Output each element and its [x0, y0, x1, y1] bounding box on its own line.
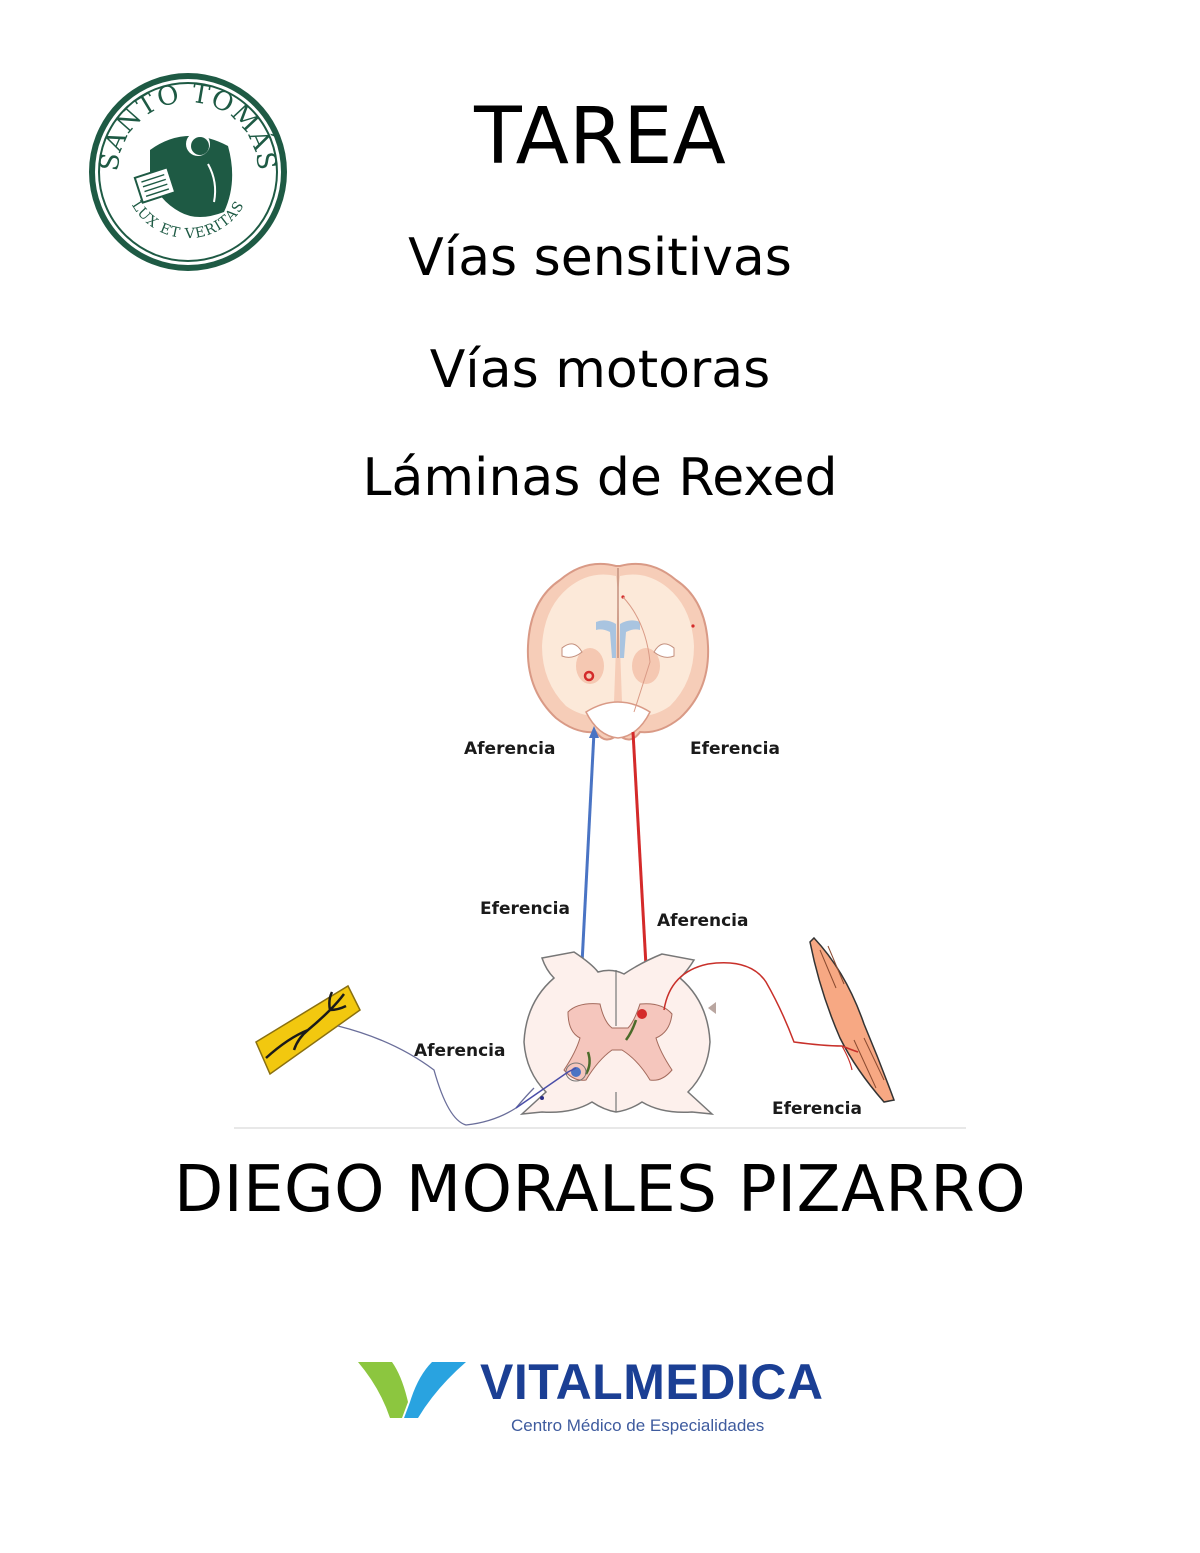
- descending-pathway-line: [631, 731, 650, 1003]
- vitalmedica-v-mark-icon: [358, 1362, 466, 1418]
- author-name: DIEGO MORALES PIZARRO: [173, 1153, 1027, 1227]
- brain-coronal-section-icon: [526, 562, 710, 741]
- vitalmedica-name: VITALMEDICA: [480, 1354, 824, 1410]
- label-aferencia-brain: Aferencia: [464, 739, 555, 759]
- arrow-up-icon: [589, 726, 599, 738]
- spinal-cord-section-icon: [519, 951, 715, 1115]
- subtitle-laminas-rexed: Láminas de Rexed: [362, 448, 838, 508]
- pathway-diagram: Aferencia Eferencia Eferencia Aferencia …: [234, 540, 966, 1132]
- muscle-effector-icon: [663, 936, 896, 1103]
- label-aferencia-cord: Aferencia: [657, 911, 748, 931]
- vitalmedica-logo: VITALMEDICA Centro Médico de Especialida…: [356, 1352, 846, 1442]
- nervous-pathway-illustration: Aferencia Eferencia Eferencia Aferencia …: [234, 562, 966, 1129]
- vitalmedica-tagline: Centro Médico de Especialidades: [511, 1416, 765, 1435]
- subtitle-vias-sensitivas: Vías sensitivas: [408, 228, 792, 288]
- label-eferencia-brain: Eferencia: [690, 739, 780, 759]
- santo-tomas-seal-icon: SANTO TOMÁS LUX ET VERITAS: [89, 73, 287, 271]
- label-eferencia-muscle: Eferencia: [772, 1099, 862, 1119]
- label-eferencia-cord: Eferencia: [480, 899, 570, 919]
- document-title: TAREA: [474, 92, 726, 182]
- skin-receptor-icon: [255, 984, 577, 1126]
- label-aferencia-skin: Aferencia: [414, 1041, 505, 1061]
- subtitle-vias-motoras: Vías motoras: [429, 340, 771, 400]
- santo-tomas-logo: SANTO TOMÁS LUX ET VERITAS: [88, 72, 288, 272]
